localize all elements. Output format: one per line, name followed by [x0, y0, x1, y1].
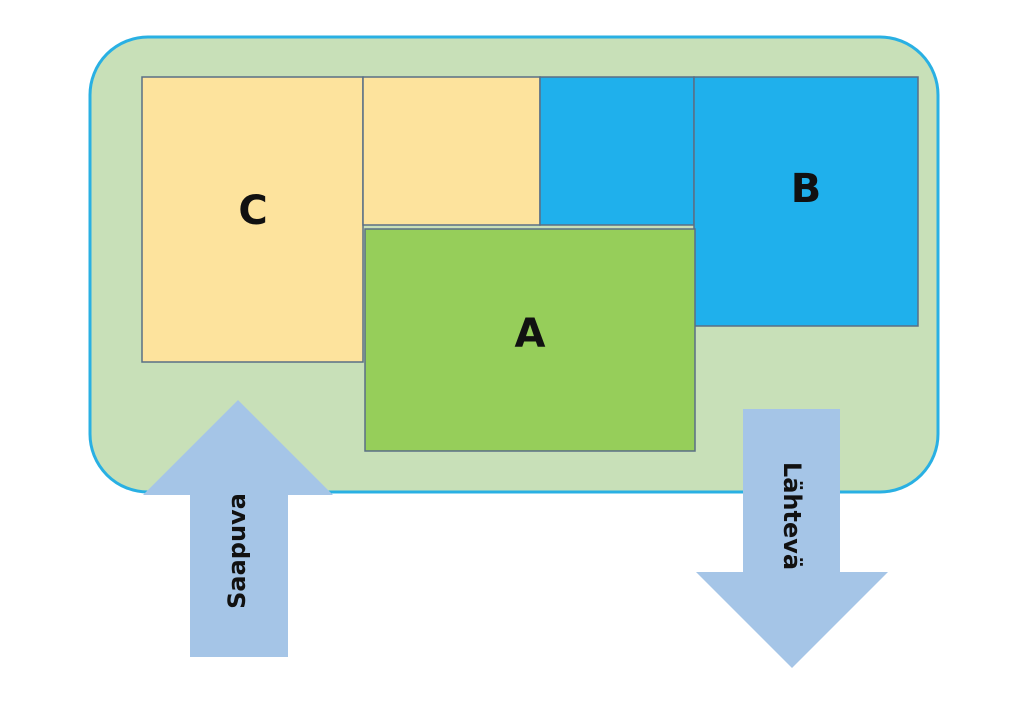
zone-b-label: B: [791, 166, 822, 212]
zone-a: [364, 228, 696, 452]
incoming-arrow: [143, 400, 333, 657]
zone-c: [141, 76, 364, 363]
zone-c-label: C: [238, 188, 267, 234]
incoming-arrow-label: Saapuva: [223, 493, 251, 609]
zone-c-extension: [362, 76, 541, 226]
outgoing-arrow: [696, 409, 888, 668]
outgoing-arrow-label: Lähtevä: [778, 462, 806, 570]
zone-a-label: A: [515, 311, 546, 357]
zone-b: [693, 76, 919, 327]
zone-b-extension: [539, 76, 695, 226]
